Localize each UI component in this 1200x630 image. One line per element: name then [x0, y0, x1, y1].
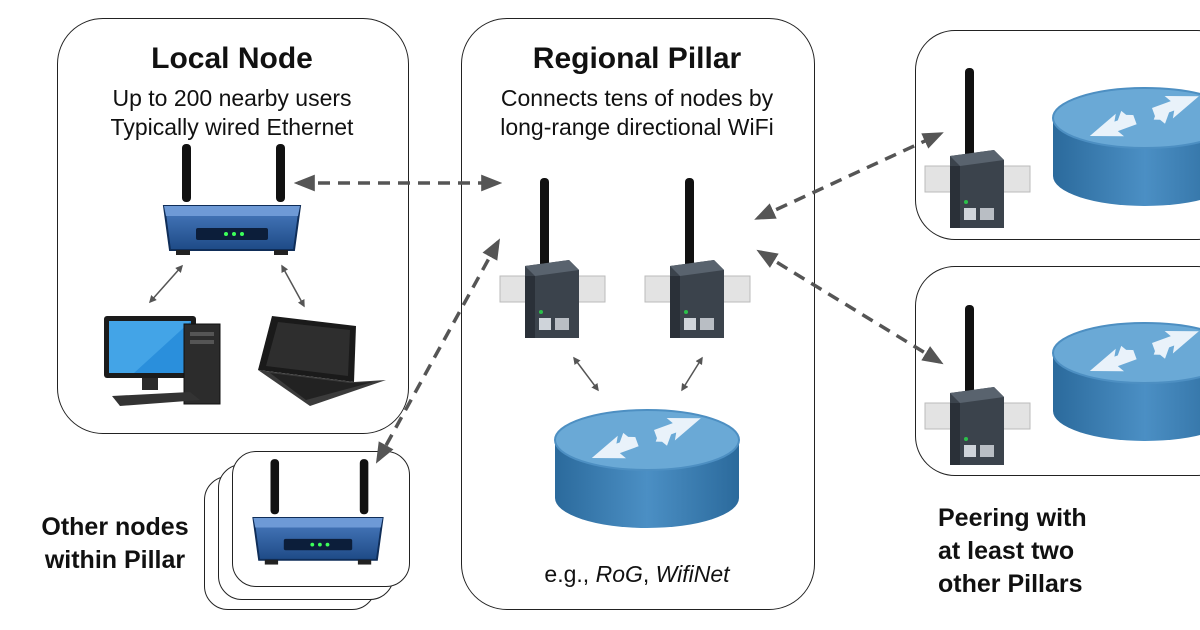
other-nodes-to-pillar-link — [375, 238, 501, 464]
laptop-icon — [258, 316, 386, 406]
bridge-hub-link-left — [573, 356, 599, 392]
router-desktop-link — [149, 264, 183, 304]
regional-pillar-desc-1: Connects tens of nodes by — [500, 85, 774, 111]
other-nodes-line-2: within Pillar — [44, 546, 186, 574]
example-wifinet: WifiNet — [655, 561, 730, 587]
examples-prefix: e.g., — [544, 561, 596, 587]
regional-pillar-desc-2: long-range directional WiFi — [500, 114, 774, 140]
pillar-examples: e.g., RoG, WifiNet — [461, 560, 813, 589]
peer-bridge-2-icon — [924, 304, 1031, 466]
peering-label: Peering with at least two other Pillars — [938, 502, 1178, 601]
desktop-computer-icon — [103, 315, 221, 407]
peering-line-3: other Pillars — [938, 570, 1083, 598]
pillar-to-peer-2-link — [756, 249, 944, 365]
router-laptop-link — [281, 264, 305, 308]
local-node-title: Local Node — [151, 42, 313, 75]
peer-bridge-1-icon — [924, 67, 1031, 229]
peer-hub-1-icon — [1052, 84, 1200, 207]
other-node-router-icon — [252, 458, 384, 566]
other-nodes-line-1: Other nodes — [41, 513, 189, 541]
wifi-router-icon — [163, 143, 301, 256]
other-nodes-label: Other nodes within Pillar — [20, 511, 210, 577]
regional-pillar-title: Regional Pillar — [532, 42, 742, 75]
peering-line-1: Peering with — [938, 504, 1087, 532]
network-hub-icon — [554, 406, 740, 529]
pillar-to-peer-1-link — [754, 132, 944, 220]
examples-separator: , — [642, 561, 656, 587]
example-rog: RoG — [595, 561, 643, 587]
wireless-bridge-left-icon — [499, 177, 606, 339]
wireless-bridge-right-icon — [644, 177, 751, 339]
local-node-desc-1: Up to 200 nearby users — [112, 85, 352, 111]
bridge-hub-link-right — [681, 356, 703, 392]
local-node-desc-2: Typically wired Ethernet — [110, 114, 354, 140]
peering-line-2: at least two — [938, 537, 1075, 565]
peer-hub-2-icon — [1052, 319, 1200, 442]
